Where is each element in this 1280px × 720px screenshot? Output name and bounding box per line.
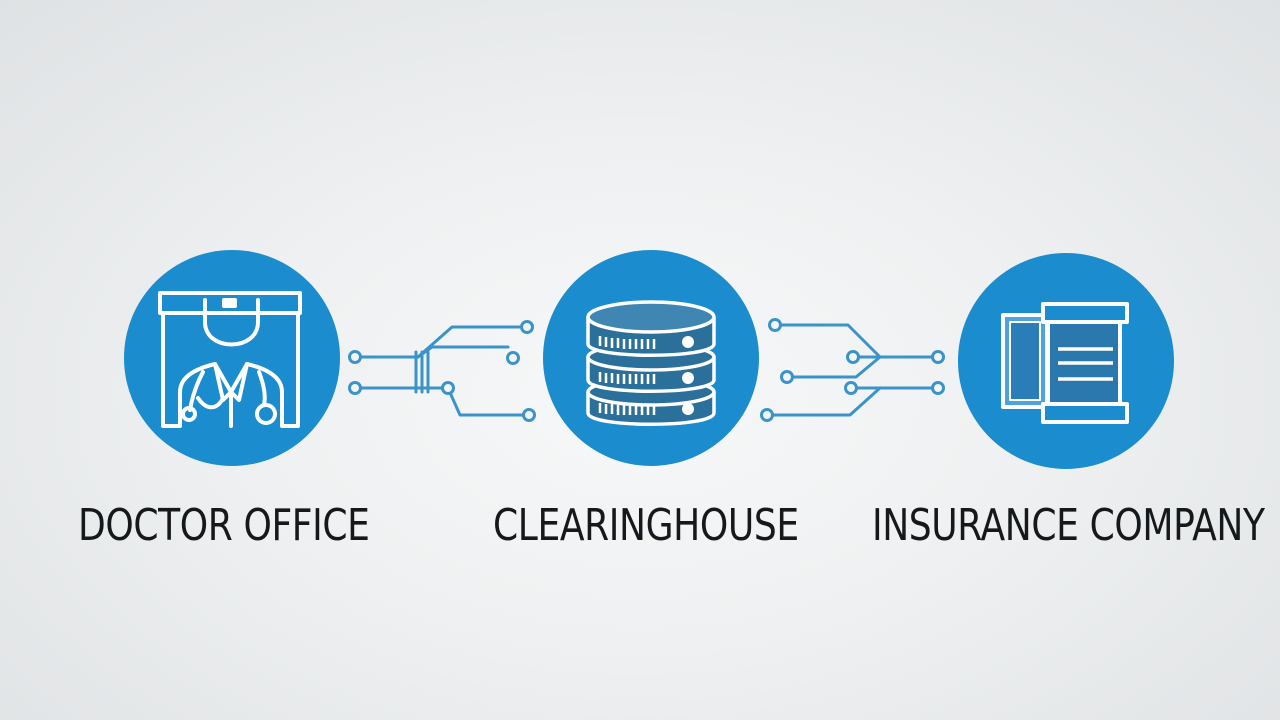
label-insurance-company: INSURANCE COMPANY [872,500,1265,551]
label-clearinghouse: CLEARINGHOUSE [493,500,799,551]
connector-doctor-to-clearinghouse [348,320,536,422]
label-doctor-office: DOCTOR OFFICE [78,500,370,551]
database-server-icon [586,300,716,426]
node-clearinghouse [543,250,759,466]
doctor-icon [158,291,302,428]
document-icon [1001,302,1129,424]
node-circle [124,250,340,466]
node-doctor-office [124,250,340,466]
connector-clearinghouse-to-insurance [760,318,945,422]
node-insurance-company [958,253,1174,469]
